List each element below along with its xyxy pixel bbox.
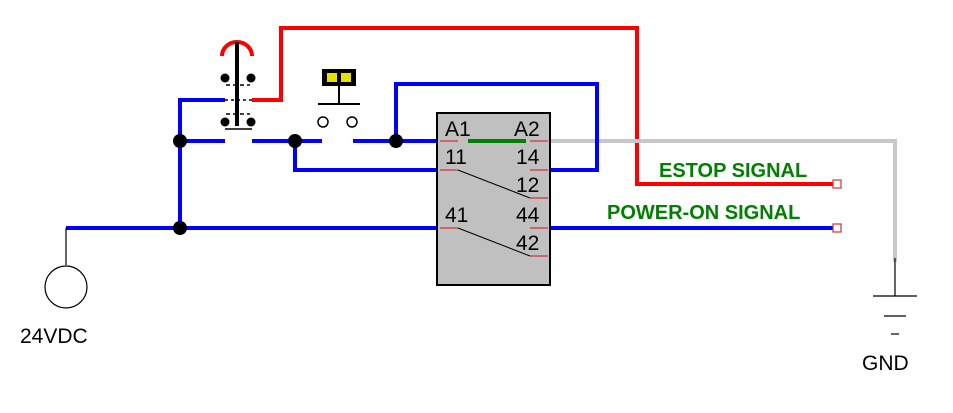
- estop-signal-wire: [252, 26, 835, 186]
- estop-signal-label: ESTOP SIGNAL: [659, 160, 807, 182]
- terminal-44-label: 44: [516, 204, 540, 227]
- terminal-11-label: 11: [445, 146, 467, 169]
- terminal-12-label: 12: [516, 174, 539, 197]
- junction-dots: [173, 134, 403, 235]
- ground-symbol-icon: [873, 258, 917, 335]
- terminal-14-label: 14: [516, 146, 540, 169]
- start-pushbutton: [317, 69, 360, 128]
- power-on-signal-terminal: [832, 223, 842, 233]
- terminal-42-label: 42: [516, 232, 539, 255]
- junction-dot: [173, 221, 187, 235]
- terminal-a1-label: A1: [445, 118, 471, 141]
- power-source-icon: [44, 265, 88, 309]
- power-source-label: 24VDC: [20, 325, 88, 348]
- power-source: 24VDC: [20, 228, 88, 348]
- supply-wires: [66, 82, 835, 230]
- terminal-a2-label: A2: [514, 118, 540, 141]
- terminal-41-label: 41: [445, 204, 468, 227]
- ground-wire: [548, 139, 897, 262]
- power-on-signal-label: POWER-ON SIGNAL: [607, 202, 800, 224]
- emergency-stop-switch: [220, 40, 256, 130]
- junction-dot: [288, 134, 302, 148]
- junction-dot: [389, 134, 403, 148]
- estop-signal-terminal: [832, 179, 842, 189]
- junction-dot: [173, 134, 187, 148]
- ground-label: GND: [862, 352, 909, 375]
- relay: A1 A2 11 14 12 41 44 42: [436, 112, 551, 286]
- signal-outputs: ESTOP SIGNAL POWER-ON SIGNAL: [607, 160, 842, 233]
